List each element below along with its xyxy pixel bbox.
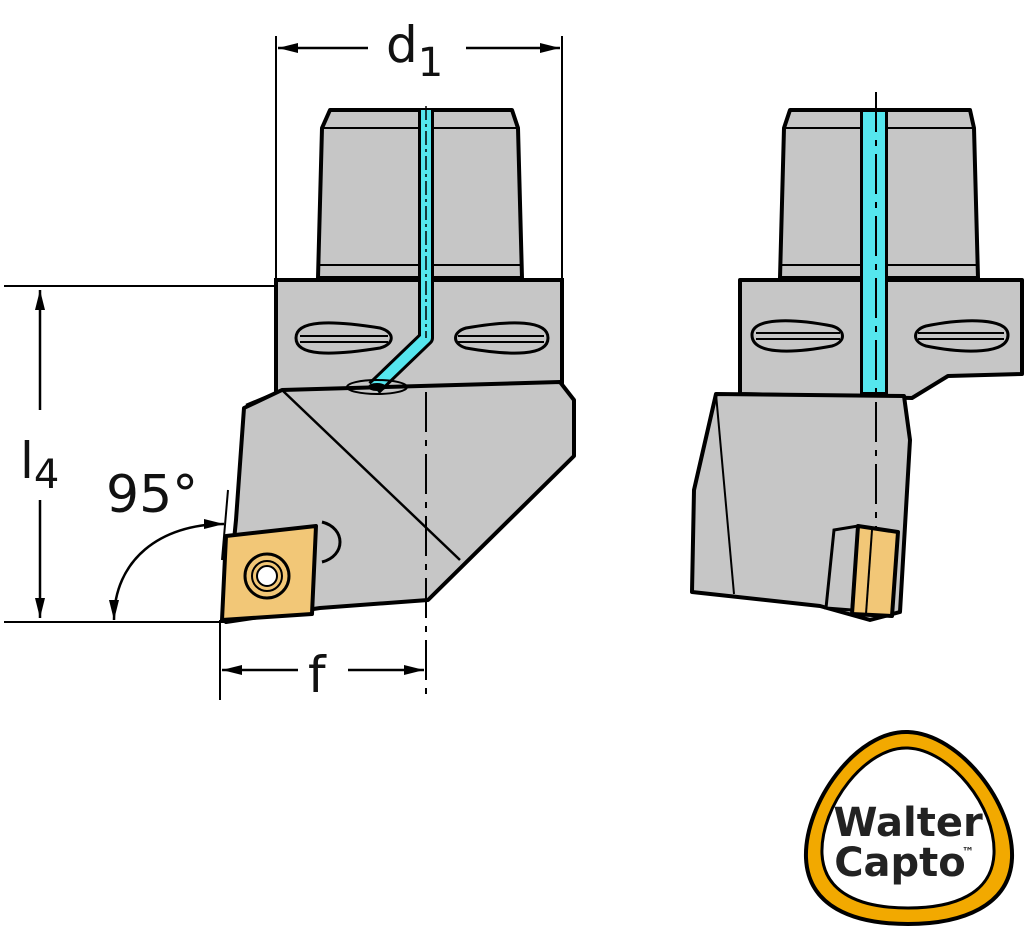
logo-trademark: ™ xyxy=(962,845,974,859)
logo-line1: Walter xyxy=(833,800,983,846)
side-insert xyxy=(850,524,900,618)
logo-line2: Capto xyxy=(834,840,966,886)
front-slot-left xyxy=(294,321,393,355)
dim-l4-label: l4 xyxy=(20,432,59,498)
dim-d1-label: d1 xyxy=(386,16,443,86)
front-view xyxy=(220,106,576,700)
side-view xyxy=(690,92,1024,622)
front-slot-right xyxy=(454,321,550,355)
walter-capto-logo: Walter Capto ™ xyxy=(803,729,1015,927)
side-slot-left xyxy=(750,319,844,353)
side-slot-right xyxy=(914,319,1010,353)
dimension-lines xyxy=(4,36,563,700)
dim-f-label: f xyxy=(308,646,327,704)
dim-angle-label: 95° xyxy=(106,465,198,525)
